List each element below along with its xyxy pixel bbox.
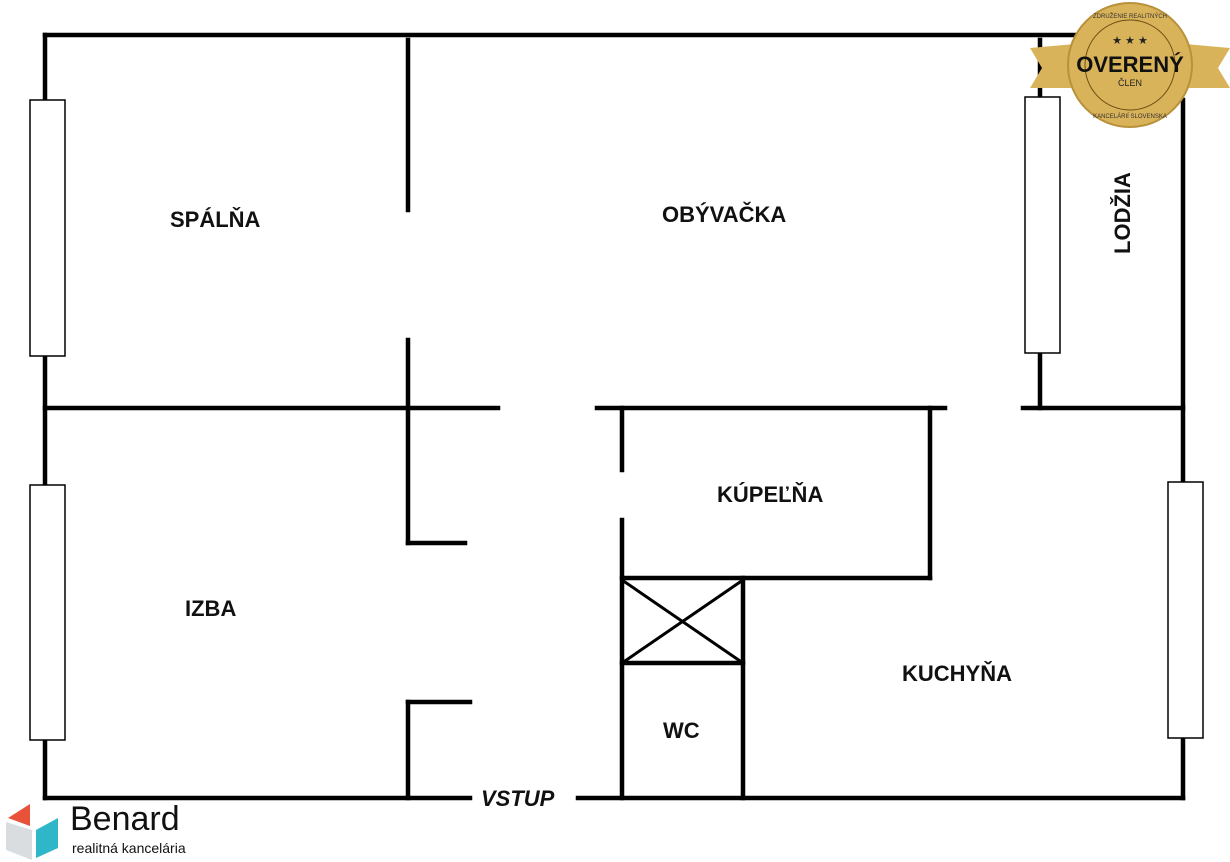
logo-cube-icon — [6, 804, 58, 860]
badge-main: OVERENÝ — [1076, 52, 1184, 77]
benard-logo: Benard realitná kancelária — [4, 800, 224, 862]
shaft-cross — [619, 577, 746, 666]
svg-text:★ ★ ★: ★ ★ ★ — [1112, 35, 1148, 47]
room-label-izba: IZBA — [185, 596, 237, 621]
verified-member-badge: ★ ★ ★ OVERENÝ ČLEN ZDRUŽENIE REALITNÝCH … — [1030, 0, 1230, 130]
room-label-lodzia: LODŽIA — [1109, 172, 1135, 254]
badge-top-text: ZDRUŽENIE REALITNÝCH — [1093, 12, 1167, 20]
logo-tagline: realitná kancelária — [72, 840, 186, 856]
badge-sub: ČLEN — [1118, 78, 1142, 88]
logo-name: Benard — [70, 800, 180, 838]
room-label-kupelna: KÚPEĽŇA — [717, 482, 824, 507]
windows — [29, 96, 1204, 741]
badge-bottom-text: KANCELÁRIÍ SLOVENSKA — [1093, 113, 1167, 120]
room-label-kuchyna: KUCHYŇA — [902, 661, 1012, 686]
room-label-spalna: SPÁLŇA — [170, 207, 261, 232]
walls — [42, 32, 1186, 801]
entrance-label: VSTUP — [481, 786, 555, 811]
room-label-wc: WC — [663, 718, 700, 743]
room-label-obyvacka: OBÝVAČKA — [662, 202, 787, 227]
